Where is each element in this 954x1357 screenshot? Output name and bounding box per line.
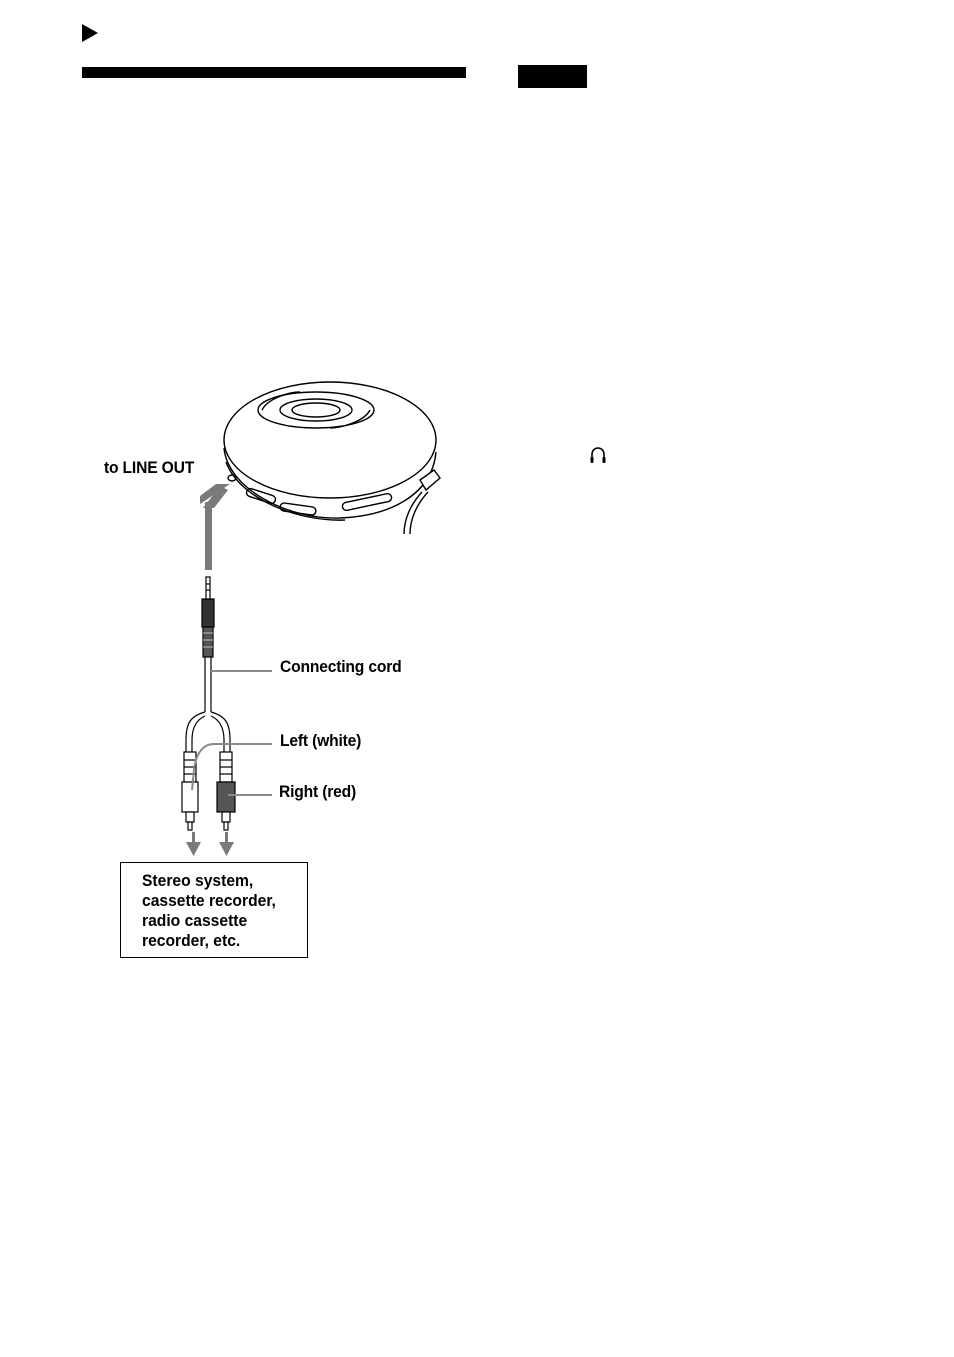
destination-line: cassette recorder, <box>142 891 276 910</box>
section-marker-icon <box>82 24 98 42</box>
leader-lines <box>191 670 272 796</box>
left-white-label: Left (white) <box>280 731 362 750</box>
note-tab <box>518 65 587 88</box>
right-red-label: Right (red) <box>279 782 357 801</box>
down-arrows <box>186 832 234 856</box>
connecting-cord-label: Connecting cord <box>280 657 402 676</box>
headphones-icon <box>590 447 606 463</box>
rca-plug-right <box>216 751 236 831</box>
destination-device-box: Stereo system, cassette recorder, radio … <box>120 862 308 958</box>
line-out-label: to LINE OUT <box>104 458 195 477</box>
cd-player-illustration <box>223 381 441 535</box>
insert-arrow <box>200 484 230 570</box>
title-rule <box>82 67 466 78</box>
destination-line: radio cassette <box>142 911 248 930</box>
connection-illustration <box>181 381 441 856</box>
stereo-mini-plug <box>201 576 215 658</box>
connecting-cord <box>185 657 231 752</box>
destination-line: recorder, etc. <box>142 931 241 950</box>
destination-line: Stereo system, <box>142 871 254 890</box>
